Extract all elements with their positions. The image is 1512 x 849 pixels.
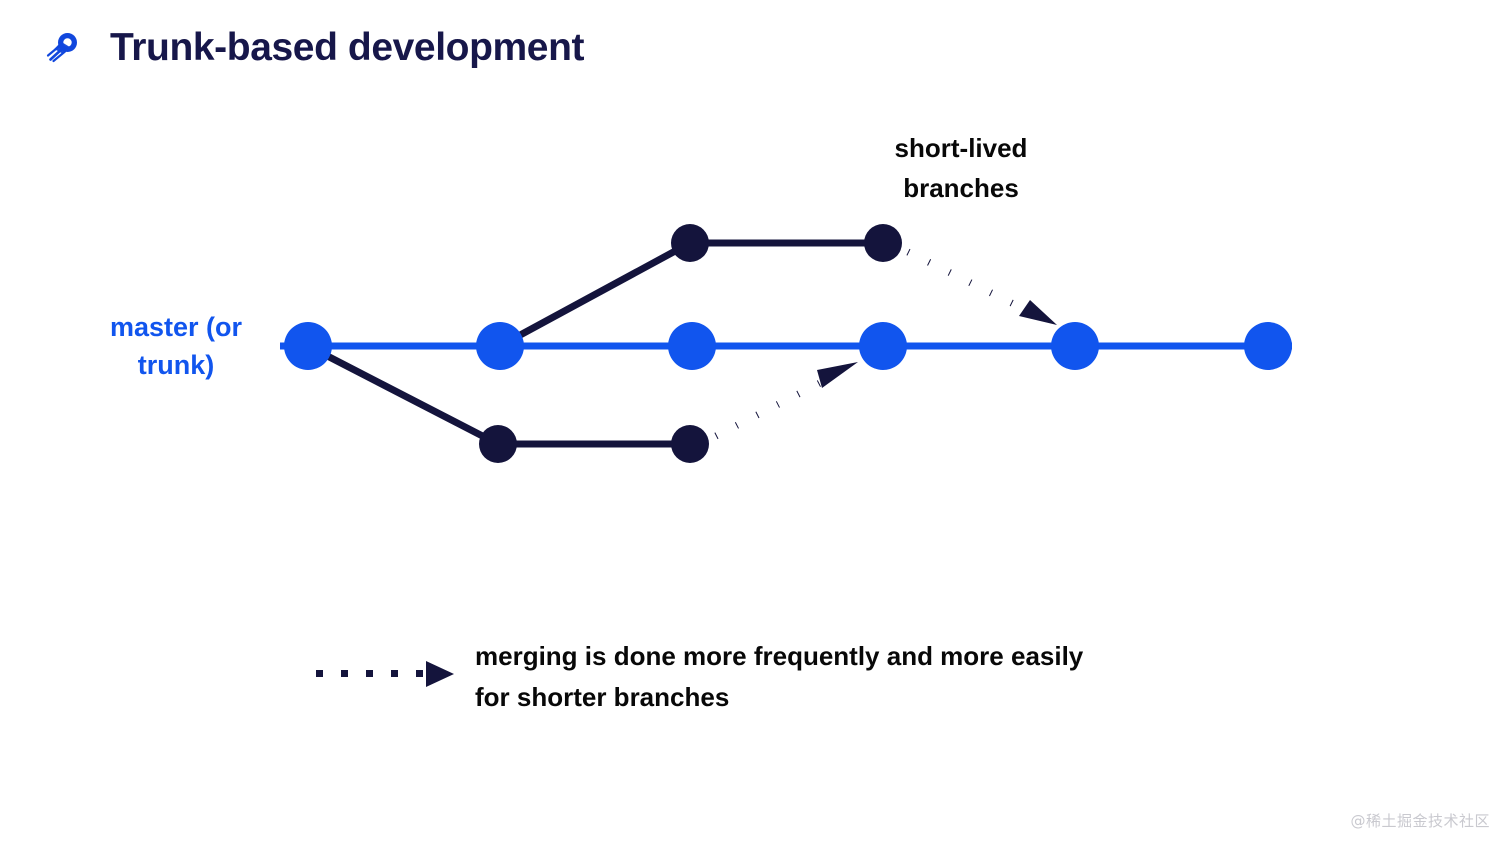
branch-nodes [479, 224, 902, 463]
upper-branch-node-1 [671, 224, 709, 262]
trunk-node-3 [668, 322, 716, 370]
trunk-node-2 [476, 322, 524, 370]
lower-branch-fork-line [306, 342, 500, 448]
trunk-node-1 [284, 322, 332, 370]
legend: merging is done more frequently and more… [310, 636, 1310, 726]
master-trunk-label: master (or trunk) [109, 312, 243, 381]
upper-branch-node-2 [864, 224, 902, 262]
trunk-nodes [284, 322, 1292, 370]
slide-header: Trunk-based development [0, 0, 1512, 110]
lower-branch-node-2 [671, 425, 709, 463]
lower-merge-arrowhead [817, 362, 858, 388]
upper-merge-dotted-line [906, 248, 1034, 317]
branch-lines [306, 239, 883, 448]
trunk-node-6 [1244, 322, 1292, 370]
lower-merge-dotted-line [714, 378, 824, 440]
trunk-node-4 [859, 322, 907, 370]
trunk-node-5 [1051, 322, 1099, 370]
short-lived-branches-label: short-lived branches [894, 133, 1028, 204]
lower-branch-node-1 [479, 425, 517, 463]
dotted-arrow-icon [310, 656, 455, 690]
page-title: Trunk-based development [110, 26, 585, 69]
watermark: @稀土掘金技术社区 [1350, 812, 1490, 830]
comet-rocket-icon [44, 28, 82, 66]
merge-arrows [714, 248, 1057, 440]
upper-merge-arrowhead [1019, 300, 1057, 325]
upper-branch-fork-line [498, 239, 692, 350]
legend-caption: merging is done more frequently and more… [475, 641, 1084, 713]
